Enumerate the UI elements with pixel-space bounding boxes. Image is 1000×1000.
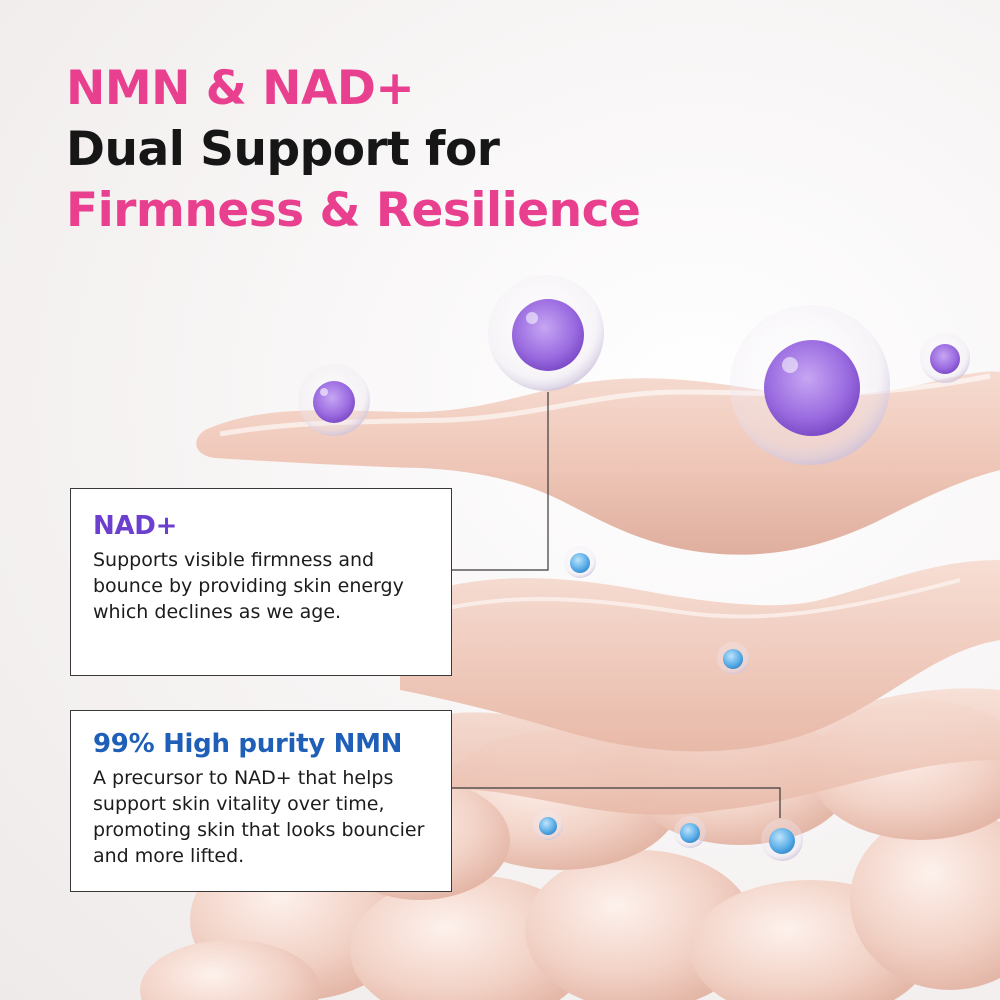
nmn-molecule-sphere (674, 816, 706, 848)
headline-line-3: Firmness & Resilience (66, 183, 641, 238)
nmn-info-card: 99% High purity NMN A precursor to NAD+ … (70, 710, 452, 892)
nmn-molecule-sphere (533, 810, 563, 840)
nmn-molecule-sphere (717, 642, 749, 674)
nmn-molecule-sphere (761, 819, 803, 861)
skin-layer-lower (420, 688, 1000, 815)
nmn-card-title: 99% High purity NMN (93, 729, 403, 759)
nmn-molecule-sphere (564, 546, 596, 578)
nmn-connector-line (452, 787, 781, 818)
nmn-card-text: A precursor to NAD+ that helps support s… (93, 767, 425, 867)
nad-molecule-sphere (488, 275, 604, 391)
nad-info-card: NAD+ Supports visible firmness and bounc… (70, 488, 452, 676)
headline-line-1: NMN & NAD+ (66, 61, 415, 116)
nad-card-title: NAD+ (93, 511, 178, 541)
headline: NMN & NAD+ Dual Support for Firmness & R… (66, 58, 641, 241)
nad-connector-line (452, 392, 549, 571)
nad-molecule-sphere (730, 305, 890, 465)
nad-molecule-sphere (920, 333, 970, 383)
skin-layer-middle (400, 560, 1000, 752)
nad-molecule-sphere (298, 364, 370, 436)
headline-line-2: Dual Support for (66, 122, 500, 177)
nad-card-text: Supports visible firmness and bounce by … (93, 549, 404, 623)
